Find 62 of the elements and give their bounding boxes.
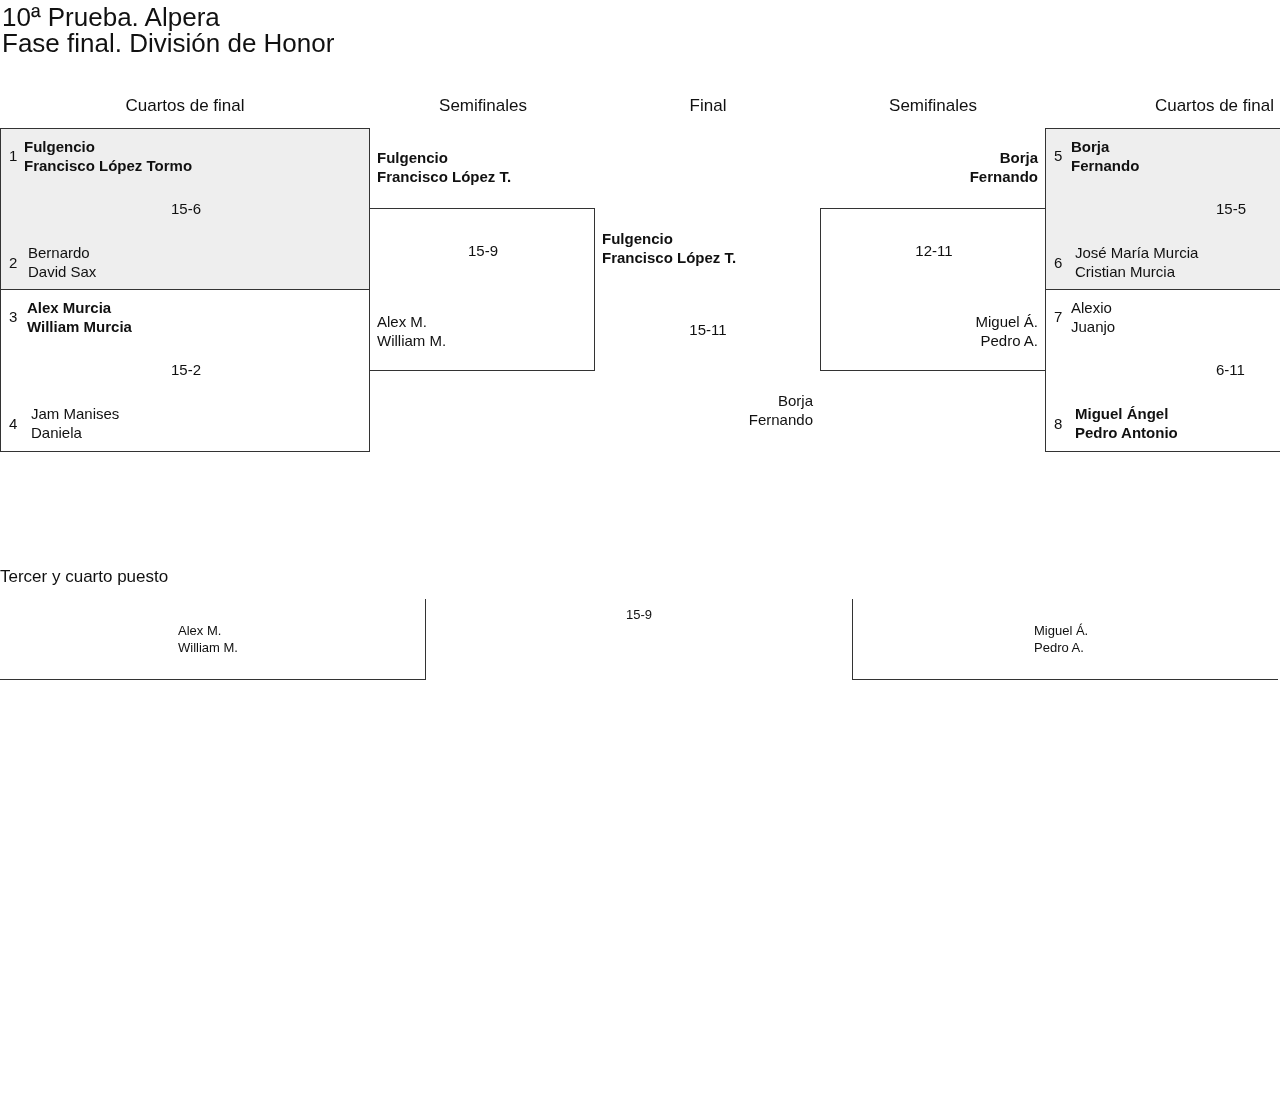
- player-name: Miguel Á.: [1034, 622, 1089, 640]
- match-score: 15-9: [626, 606, 652, 624]
- seed-number: 5: [1054, 146, 1063, 165]
- player-name: Fulgencio: [602, 229, 673, 248]
- player-name: Pedro A.: [980, 331, 1038, 350]
- match-score: 12-11: [915, 241, 953, 260]
- player-name: Fernando: [748, 410, 813, 429]
- seed-number: 2: [9, 253, 18, 272]
- player-name: William M.: [377, 331, 447, 350]
- player-name: David Sax: [28, 262, 97, 281]
- player-name: Juanjo: [1071, 317, 1116, 336]
- player-name: Fernando: [1071, 156, 1140, 175]
- column-heading: Semifinales: [439, 96, 527, 115]
- match-score: 15-6: [171, 199, 201, 218]
- bracket-box: [0, 599, 426, 680]
- player-name: Pedro Antonio: [1075, 423, 1178, 442]
- seed-number: 7: [1054, 307, 1063, 326]
- player-name: Alex Murcia: [27, 298, 112, 317]
- match-box: [0, 128, 370, 290]
- match-box: [1045, 128, 1280, 290]
- player-name: Borja: [1071, 137, 1110, 156]
- player-name: Pedro A.: [1034, 639, 1084, 657]
- player-name: Alexio: [1071, 298, 1112, 317]
- match-score: 15-9: [468, 241, 498, 260]
- match-box: [0, 289, 370, 452]
- player-name: Cristian Murcia: [1075, 262, 1176, 281]
- player-name: Francisco López Tormo: [24, 156, 193, 175]
- bracket-box: [852, 599, 1278, 680]
- page-subtitle: Fase final. División de Honor: [2, 34, 335, 53]
- match-score: 6-11: [1216, 360, 1245, 379]
- player-name: Daniela: [31, 423, 82, 442]
- seed-number: 8: [1054, 414, 1063, 433]
- bracket-box: [369, 208, 595, 371]
- player-name: Miguel Á.: [975, 312, 1038, 331]
- player-name: Bernardo: [28, 243, 90, 262]
- match-score: 15-2: [171, 360, 201, 379]
- player-name: William Murcia: [27, 317, 132, 336]
- player-name: William M.: [178, 639, 238, 657]
- seed-number: 6: [1054, 253, 1063, 272]
- page-title: 10ª Prueba. Alpera: [2, 1, 220, 33]
- player-name: Fulgencio: [24, 137, 95, 156]
- player-name: Borja: [777, 391, 813, 410]
- player-name: Alex M.: [178, 622, 222, 640]
- match-score: 15-11: [689, 320, 727, 339]
- section-heading: Tercer y cuarto puesto: [0, 567, 169, 586]
- player-name: Alex M.: [377, 312, 427, 331]
- column-heading: Cuartos de final: [1154, 96, 1274, 115]
- seed-number: 1: [9, 146, 18, 165]
- column-heading: Cuartos de final: [125, 96, 245, 115]
- player-name: José María Murcia: [1075, 243, 1199, 262]
- player-name: Borja: [999, 148, 1038, 167]
- column-heading: Final: [689, 96, 727, 115]
- player-name: Miguel Ángel: [1075, 404, 1169, 423]
- player-name: Francisco López T.: [377, 167, 512, 186]
- player-name: Francisco López T.: [602, 248, 737, 267]
- player-name: Fulgencio: [377, 148, 448, 167]
- match-score: 15-5: [1216, 199, 1247, 218]
- seed-number: 3: [9, 307, 18, 326]
- player-name: Jam Manises: [31, 404, 120, 423]
- player-name: Fernando: [969, 167, 1038, 186]
- column-heading: Semifinales: [889, 96, 977, 115]
- seed-number: 4: [9, 414, 18, 433]
